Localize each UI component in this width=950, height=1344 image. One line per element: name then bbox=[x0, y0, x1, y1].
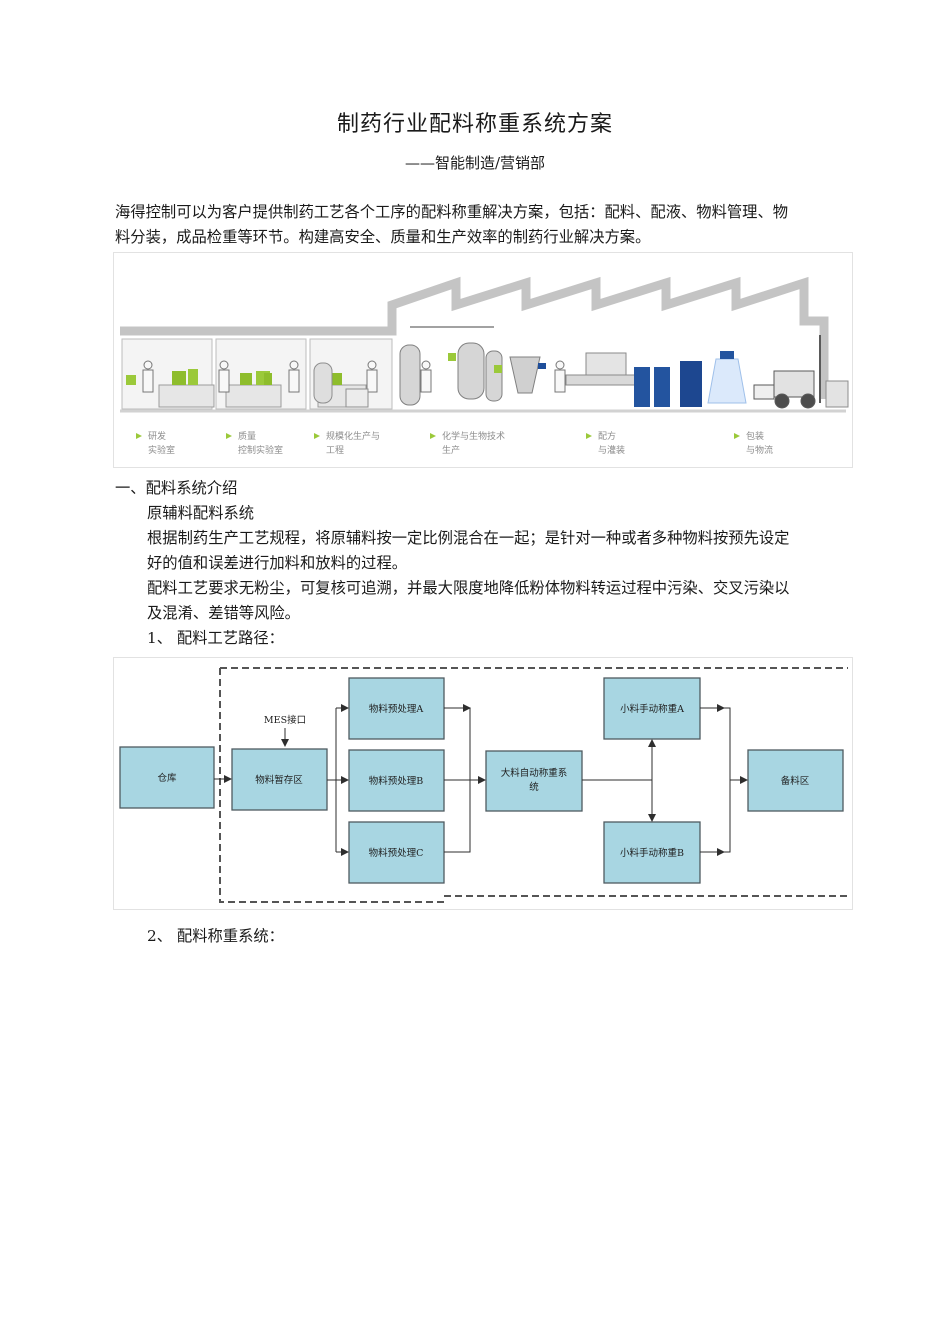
mixer-monitor bbox=[538, 363, 546, 369]
intro-line-1: 海得控制可以为客户提供制药工艺各个工序的配料称重解决方案，包括：配料、配液、物料… bbox=[115, 203, 789, 221]
stage-labels: 研发 实验室 质量 控制实验室 规模化生产与 工程 化学与生物技术 生产 配方 … bbox=[136, 430, 773, 456]
box-auto-weighing bbox=[485, 750, 583, 812]
box-prep-area-label: 备料区 bbox=[781, 775, 810, 787]
connector-manual-merge bbox=[700, 707, 731, 853]
lab-equipment bbox=[188, 369, 198, 385]
stage-4-line-2: 生产 bbox=[442, 444, 460, 456]
stage-3-line-2: 工程 bbox=[326, 445, 344, 456]
stage-6-line-1: 包装 bbox=[746, 430, 764, 442]
production-tank-marker bbox=[494, 365, 502, 373]
stage-5-line-1: 配方 bbox=[598, 430, 616, 442]
process-flow-diagram: 仓库 MES接口 物料暂存区 物料预处理A 物料预处理B 物料预处理C 大料自动… bbox=[113, 657, 853, 910]
lab-equipment bbox=[240, 373, 252, 385]
process-flow-svg: 仓库 MES接口 物料暂存区 物料预处理A 物料预处理B 物料预处理C 大料自动… bbox=[119, 667, 848, 903]
lab-equipment bbox=[126, 375, 136, 385]
stage-arrow-icon bbox=[226, 433, 232, 439]
inspection-light bbox=[720, 351, 734, 359]
pallet-stack bbox=[825, 380, 849, 408]
p1-line-2: 好的值和误差进行加料和放料的过程。 bbox=[147, 554, 408, 572]
stage-6-line-2: 与物流 bbox=[746, 444, 773, 456]
stage-arrow-icon bbox=[734, 433, 740, 439]
mixer-hopper bbox=[509, 356, 541, 394]
production-tank bbox=[399, 344, 421, 406]
box-prep-area bbox=[747, 749, 844, 812]
box-staging-label: 物料暂存区 bbox=[255, 774, 303, 786]
box-pretreat-a bbox=[348, 677, 445, 740]
stage-2-line-2: 控制实验室 bbox=[238, 444, 283, 456]
stage-5-line-2: 与灌装 bbox=[598, 444, 625, 456]
lab-equipment bbox=[332, 373, 342, 385]
box-pretreat-b-label: 物料预处理B bbox=[369, 775, 424, 787]
box-warehouse-label: 仓库 bbox=[157, 772, 177, 784]
stage-arrow-icon bbox=[586, 433, 592, 439]
stage-4-line-1: 化学与生物技术 bbox=[442, 430, 505, 442]
box-pretreat-c-label: 物料预处理C bbox=[369, 847, 424, 859]
scale-up-reactor bbox=[313, 362, 333, 404]
lab-bench-2 bbox=[225, 384, 282, 408]
subheading-raw-material: 原辅料配料系统 bbox=[147, 504, 255, 522]
weighing-terminal-blue bbox=[634, 367, 650, 407]
box-auto-weighing-label-1: 大料自动称重系 bbox=[501, 767, 568, 779]
list-item-2: 2、 配料称重系统： bbox=[147, 927, 284, 945]
factory-line-svg: 研发 实验室 质量 控制实验室 规模化生产与 工程 化学与生物技术 生产 配方 … bbox=[120, 276, 849, 456]
box-manual-a-label: 小料手动称重A bbox=[620, 703, 684, 715]
factory-line-illustration: 研发 实验室 质量 控制实验室 规模化生产与 工程 化学与生物技术 生产 配方 … bbox=[113, 252, 853, 468]
weighing-terminal-blue bbox=[680, 361, 702, 407]
stage-1-line-2: 实验室 bbox=[148, 444, 175, 456]
intro-line-2: 料分装，成品检重等环节。构建高安全、质量和生产效率的制药行业解决方案。 bbox=[115, 228, 651, 246]
box-manual-b-label: 小料手动称重B bbox=[620, 847, 684, 859]
box-warehouse bbox=[119, 746, 215, 809]
box-staging bbox=[231, 748, 328, 811]
stage-3-line-1: 规模化生产与 bbox=[326, 430, 380, 442]
stage-arrow-icon bbox=[430, 433, 436, 439]
scale-up-unit bbox=[345, 388, 369, 408]
lab-equipment bbox=[172, 371, 186, 385]
section-1-heading: 一、配料系统介绍 bbox=[115, 479, 238, 497]
doc-subtitle: ——智能制造/营销部 bbox=[404, 154, 546, 172]
list-item-1: 1、 配料工艺路径： bbox=[147, 629, 284, 647]
inspection-light-cone bbox=[707, 358, 747, 404]
forklift bbox=[753, 335, 821, 409]
people-figures bbox=[142, 360, 566, 393]
lab-bench-1 bbox=[158, 384, 215, 408]
production-tank bbox=[485, 350, 503, 402]
box-manual-b bbox=[603, 821, 701, 884]
lab-equipment bbox=[264, 373, 272, 385]
p1-line-1: 根据制药生产工艺规程，将原辅料按一定比例混合在一起；是针对一种或者多种物料按预先… bbox=[147, 529, 790, 547]
box-auto-weighing-label-2: 统 bbox=[529, 781, 539, 793]
stage-1-line-1: 研发 bbox=[148, 430, 166, 442]
stage-arrow-icon bbox=[314, 433, 320, 439]
factory-roof-outline bbox=[120, 276, 829, 399]
p2-line-2: 及混淆、差错等风险。 bbox=[147, 604, 300, 622]
box-pretreat-c bbox=[348, 821, 445, 884]
box-pretreat-b bbox=[348, 749, 445, 812]
mes-interface-label: MES接口 bbox=[264, 714, 306, 726]
stage-arrow-icon bbox=[136, 433, 142, 439]
filling-machine bbox=[585, 352, 627, 376]
production-tank-marker bbox=[448, 353, 456, 361]
stage-2-line-1: 质量 bbox=[238, 430, 256, 442]
box-pretreat-a-label: 物料预处理A bbox=[369, 703, 424, 715]
doc-title: 制药行业配料称重系统方案 bbox=[336, 112, 613, 137]
weighing-terminal-blue bbox=[654, 367, 670, 407]
system-boundary-dashed bbox=[219, 667, 848, 903]
production-tank bbox=[457, 342, 485, 400]
p2-line-1: 配料工艺要求无粉尘，可复核可追溯，并最大限度地降低粉体物料转运过程中污染、交叉污… bbox=[147, 579, 790, 597]
